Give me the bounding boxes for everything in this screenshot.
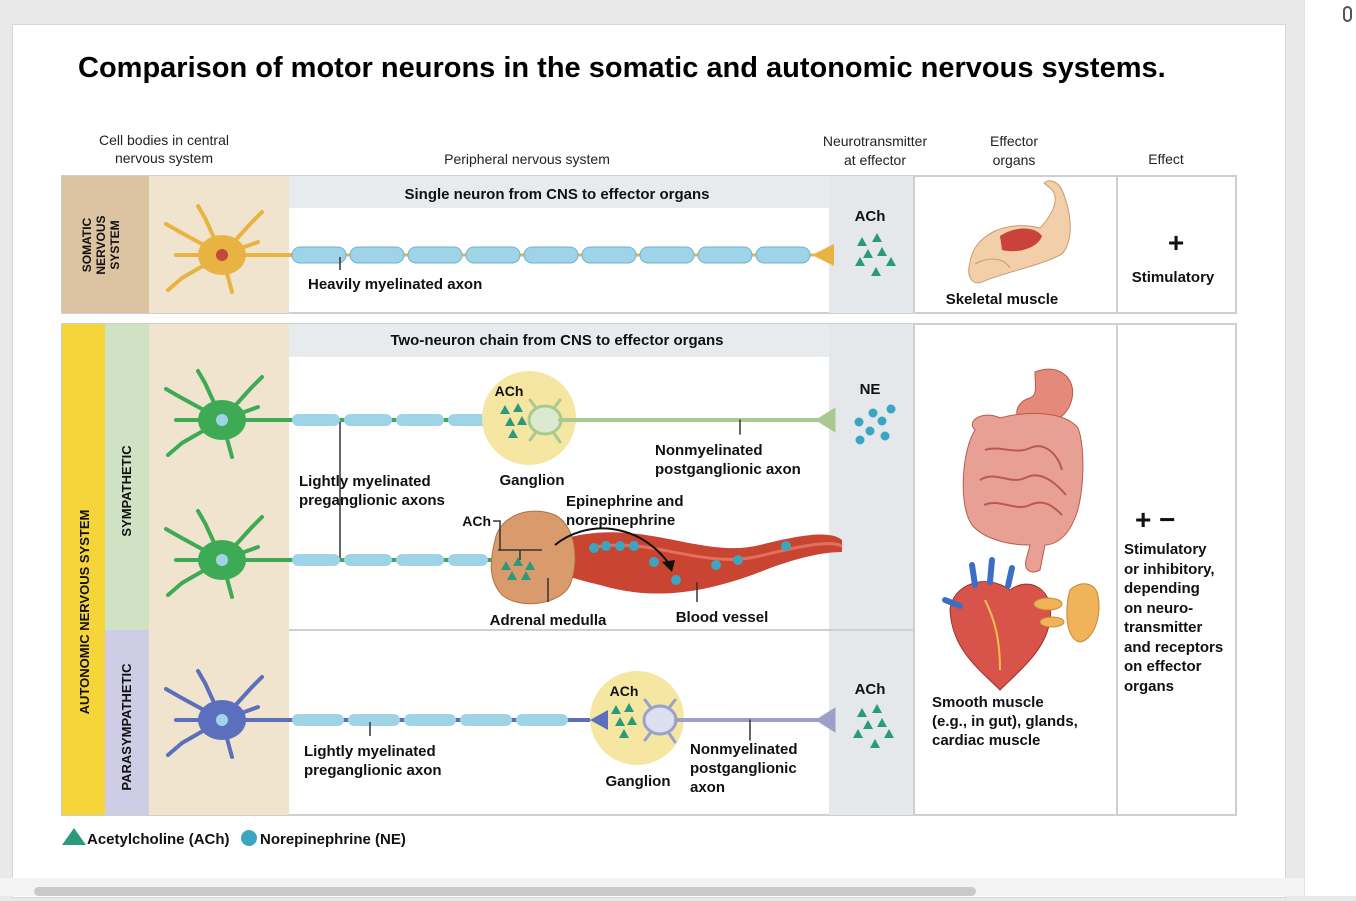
autonomic-side-label: AUTONOMIC NERVOUS SYSTEM — [77, 510, 92, 715]
page-title: Comparison of motor neurons in the somat… — [78, 52, 1166, 84]
gut-illustration — [962, 368, 1084, 573]
somatic-nt-label: ACh — [855, 208, 886, 225]
sympathetic-ganglion-ach: ACh — [495, 383, 524, 399]
legend: Acetylcholine (ACh) Norepinephrine (NE) — [62, 828, 406, 848]
parasympathetic-preganglionic-axon — [292, 710, 608, 736]
parasympathetic-side-band — [105, 630, 149, 815]
autonomic-organ-line2: (e.g., in gut), glands, — [932, 713, 1078, 730]
blood-vessel-label: Blood vessel — [676, 609, 769, 626]
vertical-scroll-thumb[interactable] — [1343, 6, 1352, 22]
sympathetic-side-label: SYMPATHETIC — [119, 445, 134, 537]
somatic-panel: SOMATIC NERVOUS SYSTEM Single neuron fro… — [61, 175, 1237, 314]
header-cell-bodies-1: Cell bodies in central — [99, 132, 229, 148]
parasympathetic-post-line1: Nonmyelinated — [690, 741, 798, 758]
ne-legend-icon — [241, 830, 257, 846]
somatic-axon-label: Heavily myelinated axon — [308, 276, 482, 293]
sympathetic-postganglionic-neuron — [527, 398, 836, 444]
svg-text:transmitter: transmitter — [1124, 619, 1203, 636]
sympathetic-pre-line2: preganglionic axons — [299, 492, 445, 509]
blood-ne-markers — [589, 541, 791, 585]
autonomic-organ-line3: cardiac muscle — [932, 732, 1040, 749]
somatic-effect-text: Stimulatory — [1132, 269, 1215, 286]
parasympathetic-postganglionic-neuron — [642, 698, 836, 744]
somatic-organ-label: Skeletal muscle — [946, 291, 1059, 308]
legend-ach: Acetylcholine (ACh) — [87, 831, 230, 848]
ach-legend-icon — [62, 828, 86, 845]
skeletal-muscle-illustration — [968, 180, 1071, 284]
vertical-scrollbar[interactable] — [1304, 0, 1356, 896]
epinephrine-line2: norepinephrine — [566, 512, 675, 529]
adrenal-medulla — [490, 510, 576, 605]
header-neurotransmitter-1: Neurotransmitter — [823, 133, 928, 149]
parasympathetic-pre-line2: preganglionic axon — [304, 762, 442, 779]
header-effector-2: organs — [993, 152, 1036, 168]
sympathetic-preganglionic-axon-2 — [292, 554, 488, 566]
svg-text:or inhibitory,: or inhibitory, — [1124, 561, 1215, 578]
parasympathetic-ganglion-label: Ganglion — [606, 773, 671, 790]
somatic-banner — [289, 176, 829, 208]
svg-text:and receptors: and receptors — [1124, 639, 1223, 656]
somatic-nt-column — [829, 176, 914, 313]
glands-illustration — [1033, 583, 1100, 643]
parasympathetic-post-line3: axon — [690, 779, 725, 796]
svg-text:organs: organs — [1124, 678, 1174, 695]
svg-text:on effector: on effector — [1124, 658, 1202, 675]
autonomic-nt-column — [829, 324, 914, 815]
header-neurotransmitter-2: at effector — [844, 152, 906, 168]
header-effector-1: Effector — [990, 133, 1038, 149]
legend-ne: Norepinephrine (NE) — [260, 831, 406, 848]
svg-text:NERVOUS: NERVOUS — [94, 215, 108, 274]
horizontal-scrollbar[interactable] — [0, 878, 1304, 896]
parasympathetic-nt-label: ACh — [855, 681, 886, 698]
autonomic-effect-symbol: + − — [1135, 504, 1175, 535]
sympathetic-preganglionic-axon-1 — [292, 414, 488, 426]
autonomic-banner — [289, 324, 829, 357]
autonomic-panel: AUTONOMIC NERVOUS SYSTEM SYMPATHETIC PAR… — [61, 323, 1237, 816]
sympathetic-pre-line1: Lightly myelinated — [299, 473, 431, 490]
svg-text:Stimulatory: Stimulatory — [1124, 541, 1207, 558]
header-effect: Effect — [1148, 151, 1184, 167]
adrenal-medulla-label: Adrenal medulla — [490, 612, 607, 629]
parasympathetic-side-label: PARASYMPATHETIC — [119, 663, 134, 791]
autonomic-side-band — [62, 324, 105, 815]
horizontal-scroll-thumb[interactable] — [34, 887, 976, 896]
parasympathetic-pre-line1: Lightly myelinated — [304, 743, 436, 760]
sympathetic-side-band — [105, 324, 149, 630]
svg-text:SYSTEM: SYSTEM — [108, 220, 122, 269]
sympathetic-ganglion-label: Ganglion — [500, 472, 565, 489]
autonomic-effect-text: Stimulatory or inhibitory, depending on … — [1124, 541, 1223, 695]
column-headers: Cell bodies in central nervous system Pe… — [99, 132, 1184, 168]
autonomic-organ-line1: Smooth muscle — [932, 694, 1044, 711]
somatic-myelinated-axon — [290, 244, 834, 270]
parasympathetic-ganglion-halo — [590, 671, 684, 765]
svg-text:depending: depending — [1124, 580, 1200, 597]
sympathetic-post-line1: Nonmyelinated — [655, 442, 763, 459]
svg-text:SOMATIC: SOMATIC — [80, 217, 94, 272]
adrenal-ach-label: ACh — [462, 513, 491, 529]
header-cell-bodies-2: nervous system — [115, 150, 213, 166]
parasympathetic-post-line2: postganglionic — [690, 760, 797, 777]
svg-text:on neuro-: on neuro- — [1124, 600, 1193, 617]
somatic-side-band — [62, 176, 149, 313]
sympathetic-post-line2: postganglionic axon — [655, 461, 801, 478]
parasympathetic-ganglion-ach: ACh — [610, 683, 639, 699]
header-peripheral: Peripheral nervous system — [444, 151, 610, 167]
epinephrine-line1: Epinephrine and — [566, 493, 684, 510]
sympathetic-nt-label: NE — [860, 381, 881, 398]
somatic-neuron — [164, 204, 294, 294]
somatic-side-label: SOMATIC NERVOUS SYSTEM — [80, 215, 122, 274]
somatic-effect-symbol: + — [1168, 227, 1184, 258]
somatic-banner-text: Single neuron from CNS to effector organ… — [404, 186, 709, 203]
sympathetic-ne-markers — [854, 404, 896, 445]
autonomic-banner-text: Two-neuron chain from CNS to effector or… — [390, 332, 723, 349]
